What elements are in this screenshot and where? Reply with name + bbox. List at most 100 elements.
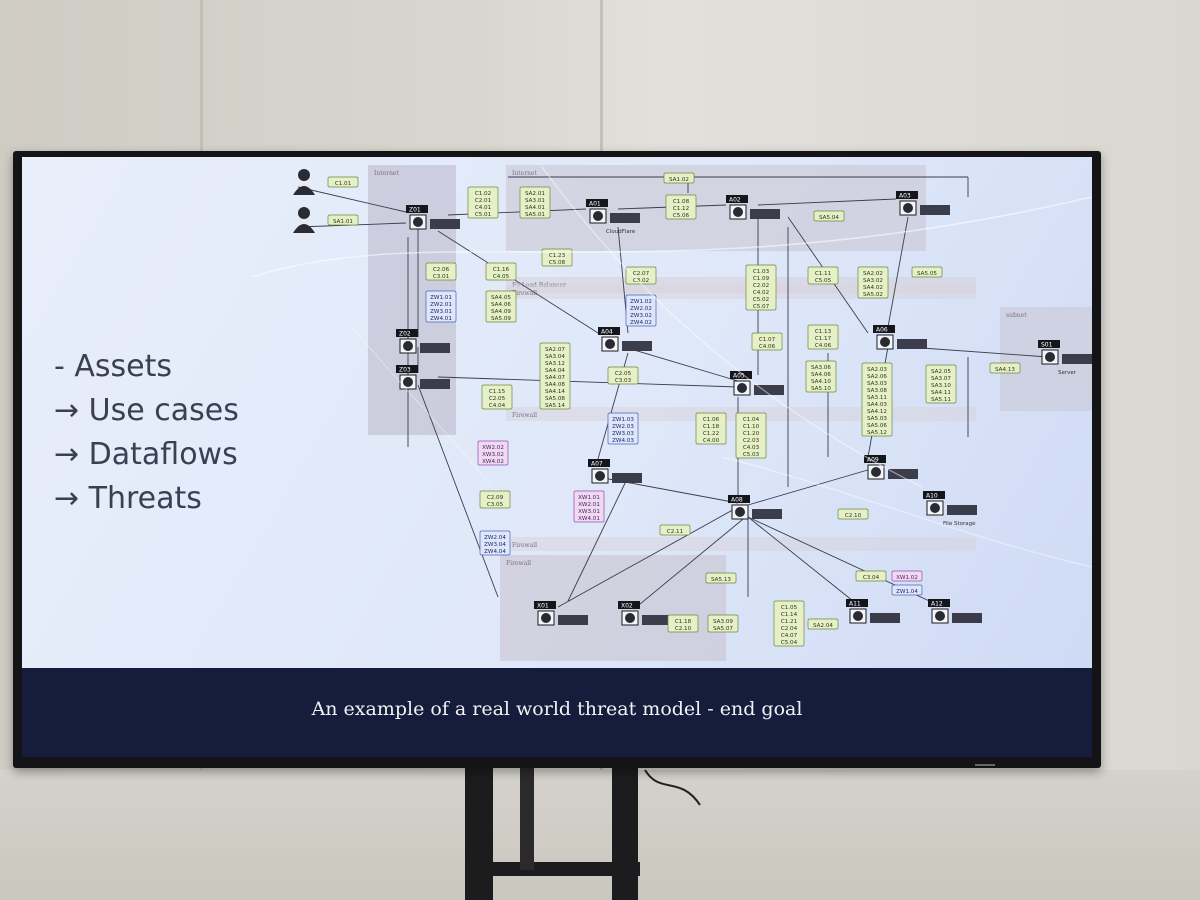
control-tag-text-24-3: SA4.11: [931, 390, 951, 396]
redacted-name-S01: [1062, 354, 1092, 364]
node-label-box-Z03: [396, 365, 418, 373]
control-tag-text-29-1: C1.10: [743, 424, 760, 430]
control-tag-text-10-0: C2.07: [633, 271, 650, 277]
globe-icon-X02: [625, 613, 635, 623]
dataflow-line-22: [747, 516, 859, 606]
control-tag-text-1-0: SA1.01: [333, 219, 353, 225]
control-tag-text-20-5: SA4.08: [545, 382, 565, 388]
control-tag-text-20-0: SA2.07: [545, 347, 565, 353]
globe-icon-S01: [1045, 352, 1055, 362]
node-label-A12: A12: [931, 601, 943, 608]
control-tag-33: [837, 508, 869, 520]
control-tag-text-11-1: C1.09: [753, 276, 770, 282]
control-tag-text-13-0: SA2.02: [863, 271, 883, 277]
control-tag-text-27-0: ZW1.03: [612, 417, 634, 423]
control-tag-text-35-2: ZW4.04: [484, 549, 506, 555]
control-tag-text-22-1: SA4.06: [811, 372, 831, 378]
control-tag-43: [807, 618, 839, 630]
redacted-name-X02: [642, 615, 672, 625]
control-tag-text-10-1: C3.02: [633, 278, 649, 284]
control-tag-text-17-2: ZW3.02: [630, 313, 652, 319]
node-label-A03: A03: [899, 193, 911, 200]
control-tag-text-20-2: SA3.12: [545, 361, 565, 367]
control-tag-text-39-0: ZW1.04: [896, 589, 918, 595]
control-tag-text-24-2: SA3.10: [931, 383, 951, 389]
dataflow-line-24: [567, 476, 629, 602]
control-tag-40: [773, 600, 805, 647]
tv-stand-mid: [520, 760, 534, 870]
node-label-box-Z02: [396, 329, 418, 337]
control-tag-text-30-1: XW3.02: [482, 452, 504, 458]
control-tag-text-8-0: C2.06: [433, 267, 450, 273]
node-label-A09: A09: [867, 457, 879, 464]
control-tag-text-26-1: C2.05: [489, 396, 506, 402]
control-tag-text-28-2: C1.22: [703, 431, 719, 437]
globe-icon-A06: [880, 337, 890, 347]
control-tag-text-9-0: C1.16: [493, 267, 510, 273]
control-tag-text-24-4: SA5.11: [931, 397, 951, 403]
control-tag-text-40-1: C1.14: [781, 612, 798, 618]
dataflow-line-14: [907, 346, 1049, 358]
bullet-threats: → Threats: [54, 481, 202, 516]
control-tag-16: [485, 290, 517, 323]
control-tag-24: [925, 364, 957, 404]
zone-label-7: subnet: [1006, 312, 1027, 319]
control-tag-text-22-0: SA3.06: [811, 365, 831, 371]
node-label-A04: A04: [601, 329, 613, 336]
tv-indicator: [975, 764, 995, 766]
redacted-name-A09: [888, 469, 918, 479]
control-tag-text-27-1: ZW2.03: [612, 424, 634, 430]
control-tag-36: [705, 572, 737, 584]
control-tag-text-20-7: SA5.08: [545, 396, 565, 402]
caption-bar: [22, 668, 1092, 757]
zone-label-3: Firewall: [512, 290, 537, 297]
node-label-X02: X02: [621, 603, 633, 610]
control-tag-26: [481, 384, 513, 410]
control-tag-text-18-0: C1.07: [759, 337, 776, 343]
globe-icon-A02: [733, 207, 743, 217]
tv-cable: [644, 769, 701, 806]
control-tag-text-24-1: SA3.07: [931, 376, 951, 382]
control-tag-text-41-1: C2.10: [675, 626, 692, 632]
control-tag-text-32-0: XW1.01: [578, 495, 600, 501]
node-label-box-A11: [846, 599, 868, 607]
redacted-name-Z02: [420, 343, 450, 353]
control-tag-25: [989, 362, 1021, 374]
control-tag-41: [667, 614, 699, 633]
node-label-S01: S01: [1041, 342, 1053, 349]
control-tag-text-22-3: SA5.10: [811, 386, 831, 392]
control-tag-text-23-2: SA3.03: [867, 381, 887, 387]
globe-icon-A01: [593, 211, 603, 221]
user-icon-head-0: [298, 169, 310, 181]
control-tag-39: [891, 584, 923, 596]
control-tag-31: [479, 490, 511, 509]
control-tag-text-7-1: C5.08: [549, 260, 566, 266]
zone-label-5: Firewall: [512, 542, 537, 549]
control-tag-text-9-1: C4.05: [493, 274, 510, 280]
control-tag-text-23-3: SA3.08: [867, 388, 887, 394]
control-tag-text-17-1: ZW2.02: [630, 306, 652, 312]
control-tag-text-34-0: C2.11: [667, 529, 684, 535]
control-tag-text-20-8: SA5.14: [545, 403, 565, 409]
redacted-name-Z01: [430, 219, 460, 229]
control-tag-text-17-3: ZW4.02: [630, 320, 652, 326]
node-label-Z02: Z02: [399, 331, 411, 338]
user-icon-head-1: [298, 207, 310, 219]
control-tag-text-20-4: SA4.07: [545, 375, 565, 381]
control-tag-text-23-8: SA5.06: [867, 423, 887, 429]
tv-stand-pole-right: [612, 760, 638, 900]
node-label-A07: A07: [591, 461, 603, 468]
dataflow-line-25: [633, 514, 749, 610]
control-tag-text-2-3: C5.01: [475, 212, 492, 218]
control-tag-text-36-0: SA5.13: [711, 577, 731, 583]
control-tag-text-2-0: C1.02: [475, 191, 491, 197]
node-sub-S01: Server: [1058, 370, 1077, 376]
control-tag-text-32-2: XW3.01: [578, 509, 600, 515]
redacted-name-A11: [870, 613, 900, 623]
control-tag-text-2-2: C4.01: [475, 205, 492, 211]
user-icon-body-1: [293, 224, 315, 233]
control-tag-text-13-3: SA5.02: [863, 292, 883, 298]
control-tag-text-27-2: ZW3.03: [612, 431, 634, 437]
control-tag-text-28-0: C1.06: [703, 417, 720, 423]
control-tag-text-40-4: C4.07: [781, 633, 798, 639]
